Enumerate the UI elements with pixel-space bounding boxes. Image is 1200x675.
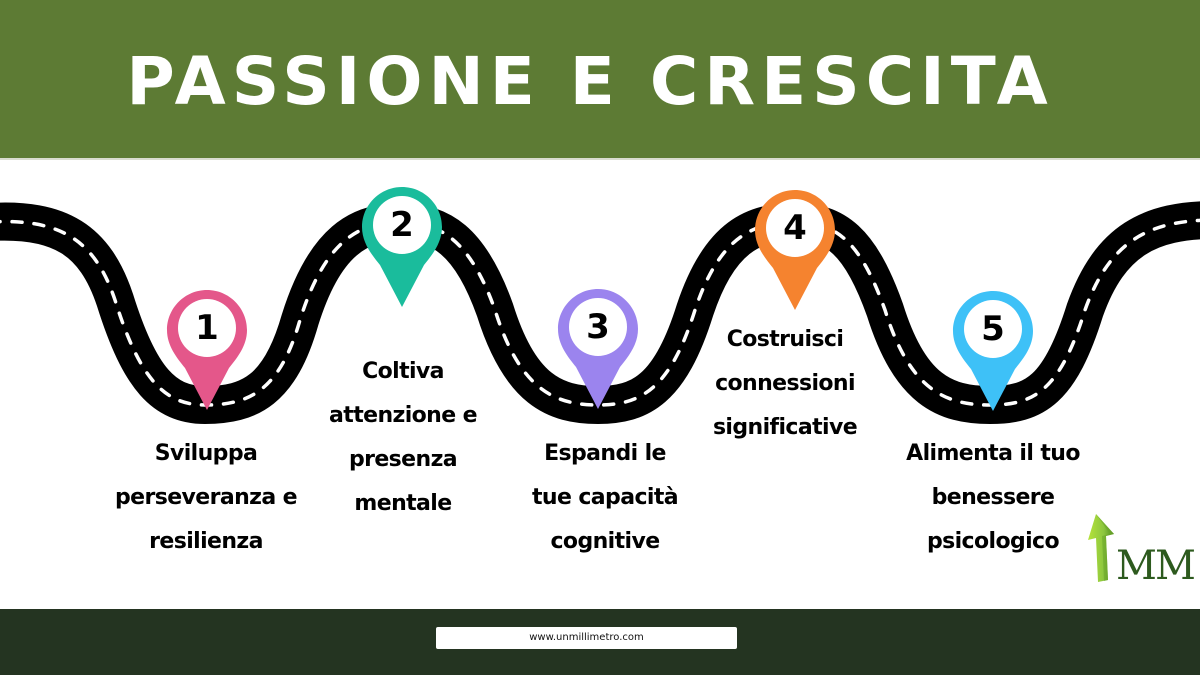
- step-number: 4: [783, 208, 807, 248]
- green-up-arrow-icon: [1088, 514, 1114, 582]
- step-number: 2: [390, 205, 414, 245]
- map-pin-icon: [362, 187, 442, 307]
- text-line: tue capacità: [532, 485, 679, 510]
- logo-text: MM: [1116, 543, 1196, 589]
- text-line: presenza: [348, 447, 458, 472]
- text-line: mentale: [354, 491, 452, 516]
- pin-step-4: 4: [753, 188, 837, 312]
- pin-step-5: 5: [951, 289, 1035, 413]
- text-line: perseveranza e: [115, 485, 298, 510]
- step-2-text: Coltiva attenzione e presenza mentale: [310, 350, 496, 526]
- text-line: attenzione e: [329, 403, 477, 428]
- text-line: benessere: [931, 485, 1055, 510]
- text-line: resilienza: [149, 529, 263, 554]
- step-number: 5: [981, 309, 1005, 349]
- website-url-link[interactable]: www.unmillimetro.com: [436, 627, 737, 649]
- header-banner: PASSIONE E CRESCITA: [0, 0, 1200, 160]
- text-line: psicologico: [926, 529, 1060, 554]
- text-line: connessioni: [715, 371, 855, 396]
- text-line: Espandi le: [544, 441, 666, 466]
- step-5-text: Alimenta il tuo benessere psicologico: [886, 432, 1100, 564]
- brand-logo: MM: [1086, 510, 1196, 590]
- map-pin-icon: [167, 290, 247, 410]
- step-number: 1: [195, 308, 219, 348]
- text-line: Alimenta il tuo: [906, 441, 1080, 466]
- pin-step-1: 1: [165, 288, 249, 412]
- page-title: PASSIONE E CRESCITA: [126, 43, 1054, 120]
- map-pin-icon: [953, 291, 1033, 411]
- step-1-text: Sviluppa perseveranza e resilienza: [100, 432, 312, 564]
- text-line: significative: [712, 415, 858, 440]
- map-pin-icon: [755, 190, 835, 310]
- text-line: Sviluppa: [154, 441, 258, 466]
- text-line: Costruisci: [726, 327, 844, 352]
- step-3-text: Espandi le tue capacità cognitive: [510, 432, 700, 564]
- pin-step-3: 3: [556, 287, 640, 411]
- step-number: 3: [586, 307, 610, 347]
- step-4-text: Costruisci connessioni significative: [694, 318, 876, 450]
- pin-step-2: 2: [360, 185, 444, 309]
- text-line: cognitive: [550, 529, 660, 554]
- text-line: Coltiva: [362, 359, 444, 384]
- map-pin-icon: [558, 289, 638, 409]
